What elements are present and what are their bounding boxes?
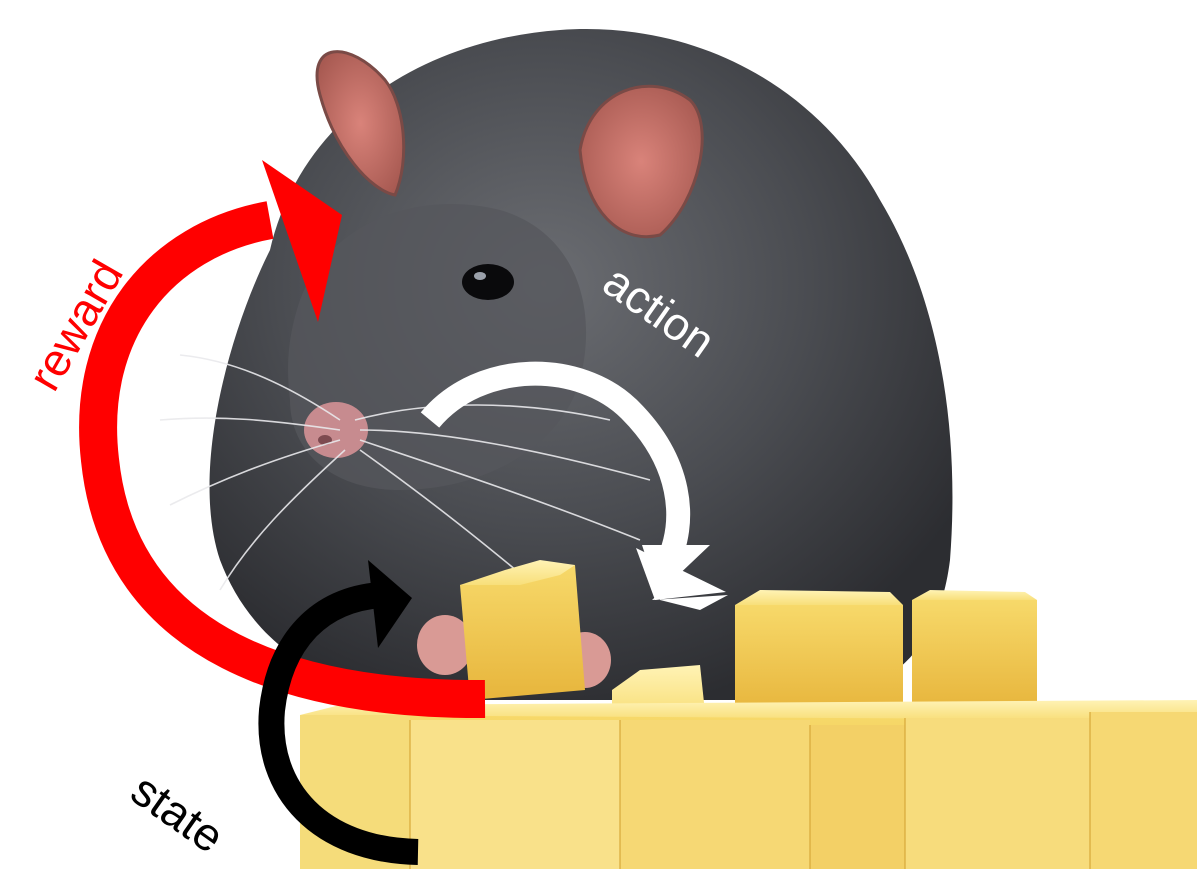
rat-eye-highlight [474, 272, 486, 280]
cheese-held [460, 560, 585, 700]
cheese-cube-2 [912, 590, 1037, 710]
cheese-cube-1 [735, 590, 903, 713]
cheese-front-row [300, 700, 1197, 869]
rat-eye [462, 264, 514, 300]
